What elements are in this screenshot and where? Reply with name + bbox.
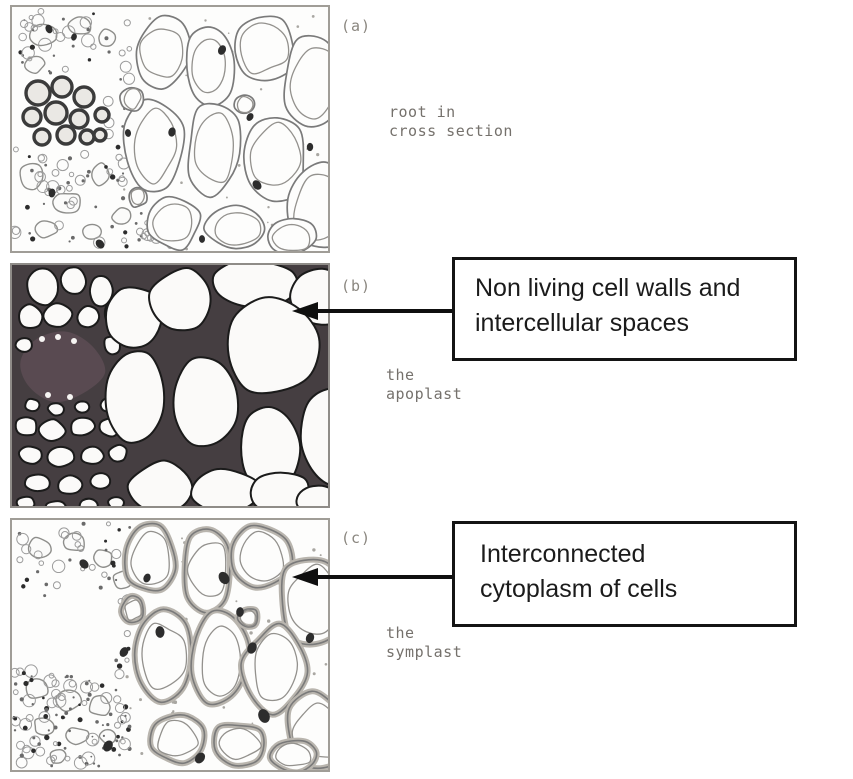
callout-text-line: Non living cell walls and [475, 274, 741, 302]
panel-a-root-cross-section [10, 5, 330, 253]
root-cross-section-illustration [12, 7, 328, 251]
caption-line: the [386, 366, 415, 384]
panel-b-label: (b) [341, 277, 372, 295]
panel-c-symplast [10, 518, 330, 772]
callout-apoplast-box: Non living cell walls and intercellular … [452, 257, 797, 361]
left-arrow-icon [292, 302, 452, 320]
panel-b-apoplast [10, 263, 330, 508]
caption-line: cross section [389, 122, 513, 140]
caption-line: symplast [386, 643, 463, 661]
panel-c-label: (c) [341, 529, 372, 547]
callout-text-line: Interconnected [480, 540, 646, 568]
panel-c-caption: the symplast [386, 624, 462, 662]
caption-line: root in [389, 103, 456, 121]
panel-b-caption: the apoplast [386, 366, 462, 404]
apoplast-illustration [12, 265, 328, 506]
callout-text-line: cytoplasm of cells [480, 575, 678, 603]
left-arrow-icon [292, 568, 452, 586]
symplast-illustration [12, 520, 328, 770]
panel-a-caption: root in cross section [389, 103, 513, 141]
caption-line: the [386, 624, 415, 642]
callout-symplast-box: Interconnected cytoplasm of cells [452, 521, 797, 627]
caption-line: apoplast [386, 385, 463, 403]
callout-text-line: intercellular spaces [475, 309, 689, 337]
panel-a-label: (a) [341, 17, 372, 35]
